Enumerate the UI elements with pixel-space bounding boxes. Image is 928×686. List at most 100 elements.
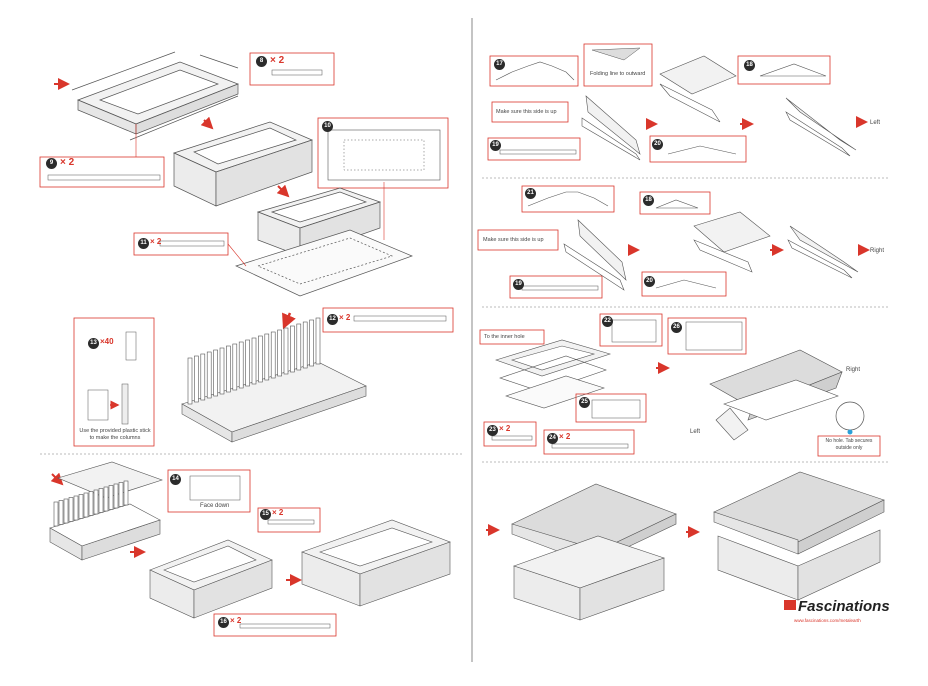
pediment-assembly-left [581, 95, 641, 161]
part-12-number: 12 [327, 314, 338, 325]
part-13-quantity: ×40 [100, 337, 114, 346]
part-20-number: 20 [652, 139, 663, 150]
temple-final-exploded [511, 483, 677, 621]
column-icon [309, 319, 314, 367]
part-26-box [667, 317, 747, 355]
column-icon [78, 494, 84, 519]
no-hole-box [817, 435, 881, 457]
column-icon [113, 483, 119, 509]
part-24-number: 24 [547, 433, 558, 444]
side-up-label-1: Make sure this side is up [496, 109, 557, 115]
arrow [50, 472, 64, 486]
folding-box [583, 43, 653, 87]
part-18b-box [639, 191, 711, 215]
column-icon [108, 485, 114, 510]
column-icon [98, 488, 104, 513]
column-icon [83, 492, 89, 518]
arrow [276, 184, 290, 198]
column-icon [315, 317, 321, 365]
part-19b-number: 19 [513, 279, 524, 290]
part-13-box [73, 317, 155, 447]
left-label: Left [870, 120, 881, 126]
temple-base-complete [301, 519, 451, 607]
part-10-box [317, 117, 449, 189]
part-8-box [249, 52, 335, 86]
column-icon [58, 500, 64, 525]
column-icon [123, 480, 129, 506]
part-22-number: 22 [602, 316, 613, 327]
part-10-number: 10 [322, 121, 333, 132]
part-24-quantity: × 2 [559, 432, 571, 441]
part-13-number: 13 [88, 338, 99, 349]
part-12-quantity: × 2 [339, 313, 351, 322]
part-14-box [167, 469, 251, 513]
part-14-number: 14 [170, 474, 181, 485]
part-16-quantity: × 2 [230, 616, 242, 625]
part-15-number: 15 [260, 509, 271, 520]
part-9-quantity: × 2 [60, 157, 75, 168]
column-icon [219, 347, 225, 395]
part-8-number: 8 [256, 56, 267, 67]
column-icon [93, 489, 99, 515]
colonnade-assembly [181, 317, 367, 443]
temple-final-complete [713, 471, 885, 601]
roof-assembly-exploded [709, 349, 843, 441]
part-24-box [543, 429, 635, 455]
part-18-number: 18 [744, 60, 755, 71]
column-icon [302, 321, 308, 369]
part-20b-box [641, 271, 727, 297]
right-label: Right [870, 248, 885, 254]
column-icon [238, 341, 244, 389]
part-16-box [213, 613, 337, 637]
brand-url[interactable]: www.fascinations.com/metalearth [794, 618, 861, 623]
part-26-number: 26 [671, 322, 682, 333]
column-icon [53, 501, 59, 527]
column-icon [118, 482, 124, 507]
part-21-box [521, 185, 615, 213]
part-19b-box [509, 275, 603, 299]
column-icon [68, 497, 74, 522]
part-8-quantity: × 2 [270, 55, 285, 66]
column-icon [290, 325, 295, 373]
column-icon [213, 349, 218, 397]
pediment-assembly-mid-2 [693, 211, 771, 273]
pediment-assembly-mid [659, 55, 737, 123]
column-icon [264, 333, 270, 381]
column-icon [258, 335, 263, 383]
columns-instruction: Use the provided plastic stick to make t… [79, 428, 151, 441]
column-icon [194, 355, 199, 403]
part-11-quantity: × 2 [150, 237, 162, 246]
part-15-box [257, 507, 321, 533]
part-9-number: 9 [46, 158, 57, 169]
part-21-number: 21 [525, 188, 536, 199]
base-frame-assembly-3 [235, 187, 413, 297]
detail-magnifier [835, 401, 865, 431]
temple-base-assembly [149, 539, 273, 619]
part-25-box [575, 393, 647, 423]
side-up-box-1 [491, 101, 569, 123]
inner-hole-label: To the inner hole [484, 334, 525, 340]
part-15-quantity: × 2 [272, 508, 284, 517]
base-frame-assembly-1 [71, 51, 239, 141]
part-23-quantity: × 2 [499, 424, 511, 433]
column-icon [200, 353, 206, 401]
roof-base-assembly [49, 461, 163, 561]
column-icon [232, 343, 238, 391]
column-icon [283, 327, 289, 375]
roof-frame-assembly [495, 339, 612, 409]
part-23-box [483, 421, 537, 447]
part-23-number: 23 [487, 425, 498, 436]
part-11-number: 11 [138, 238, 149, 249]
part-20b-number: 20 [644, 276, 655, 287]
arrow [200, 116, 214, 130]
arrow [282, 312, 296, 330]
column-icon [88, 491, 94, 516]
column-icon [277, 329, 282, 377]
folding-label: Folding line to outward [590, 71, 646, 77]
column-icon [251, 337, 257, 385]
column-icon [63, 498, 69, 524]
face-down-label: Face down [200, 503, 230, 509]
part-18-box [737, 55, 831, 85]
part-9-box [39, 156, 165, 188]
